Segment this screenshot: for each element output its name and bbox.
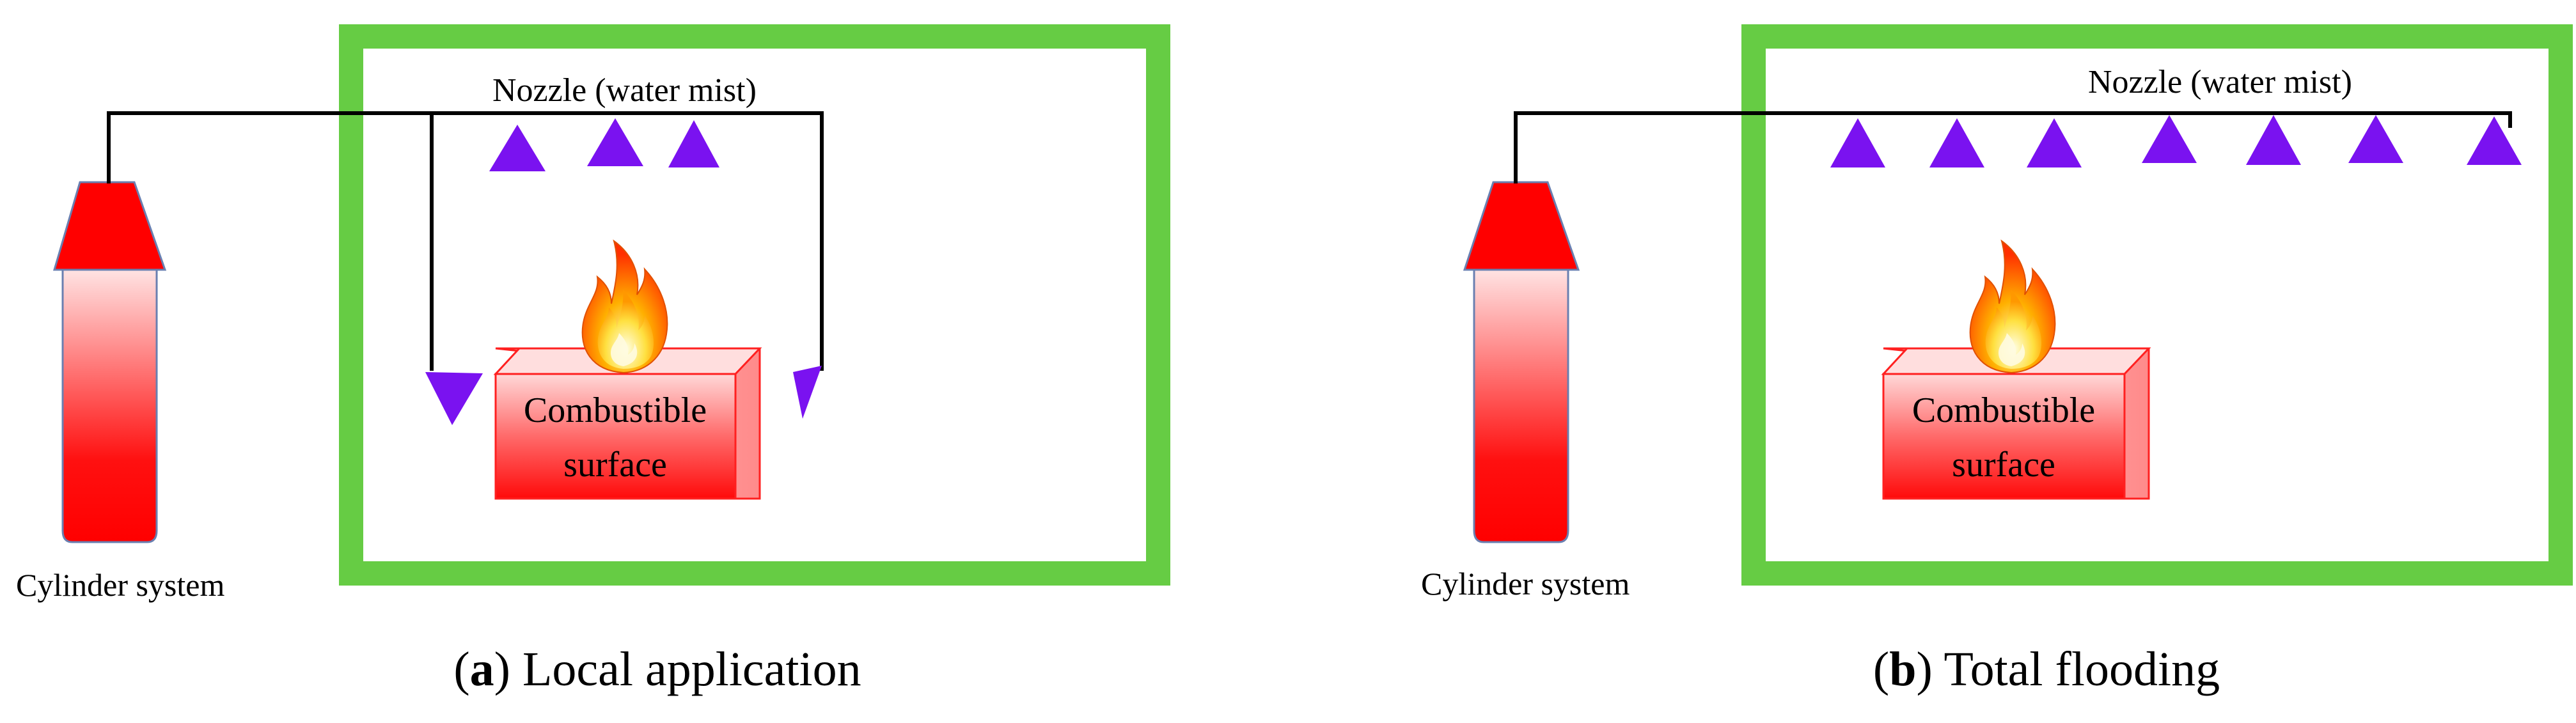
box-label-line2: surface (1952, 445, 2055, 485)
box-label-line2: surface (563, 445, 667, 485)
caption-b: (b) Total flooding (1873, 642, 2220, 696)
panel-a: Nozzle (water mist) Combustible surface … (16, 24, 1170, 696)
pipe-network (107, 111, 824, 371)
flame-icon (1969, 240, 2056, 373)
cylinder-label: Cylinder system (1421, 566, 1630, 602)
caption-text: Local application (522, 642, 861, 696)
box-label-line1: Combustible (524, 391, 707, 430)
nozzle-label: Nozzle (water mist) (2088, 64, 2352, 100)
room-enclosure (339, 24, 1170, 586)
caption-letter: b (1889, 642, 1916, 696)
caption-text: Total flooding (1944, 642, 2220, 696)
cylinder-icon (52, 181, 167, 543)
pipe-network (1514, 111, 2512, 183)
room-enclosure (1741, 24, 2573, 586)
caption-letter: a (470, 642, 494, 696)
cylinder-label: Cylinder system (16, 567, 224, 603)
nozzle-label: Nozzle (water mist) (492, 72, 757, 109)
nozzle-icon (1830, 115, 2522, 167)
combustible-box (493, 347, 762, 500)
nozzle-icon (425, 118, 822, 425)
cylinder-icon (1463, 181, 1580, 543)
caption-a: (a) Local application (453, 642, 861, 696)
panel-b: Nozzle (water mist) Combustible surface … (1421, 24, 2573, 696)
box-label-line1: Combustible (1912, 391, 2095, 430)
flame-icon (581, 240, 668, 373)
